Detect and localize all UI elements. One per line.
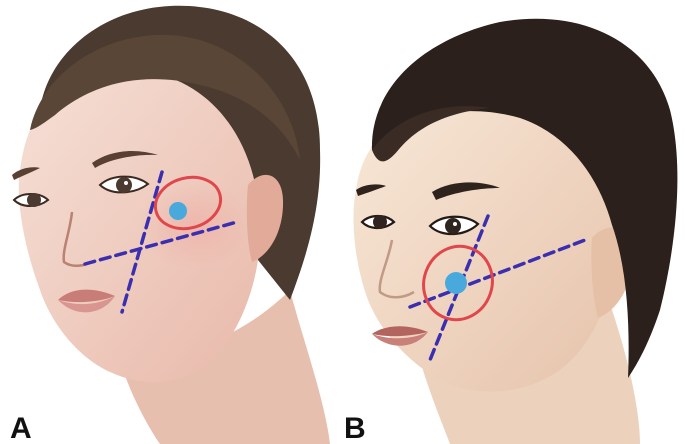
panel-label-b: B xyxy=(344,412,366,444)
panel-label-a: A xyxy=(10,412,32,444)
lips-a xyxy=(58,289,115,313)
eye-right-b xyxy=(360,214,396,230)
eyebrow-left-a xyxy=(92,151,158,168)
face-a xyxy=(18,69,261,383)
ear-a xyxy=(246,174,284,262)
lips-b xyxy=(372,326,428,346)
injection-point-b xyxy=(445,272,467,294)
nose-b xyxy=(378,239,415,299)
panel-b: B xyxy=(344,18,678,444)
eyebrow-left-b xyxy=(432,182,500,200)
injection-point-a xyxy=(169,202,187,220)
eye-left-a xyxy=(98,175,150,194)
guide-line-horizontal-b xyxy=(408,238,587,309)
face-b xyxy=(353,97,614,392)
hair-front-a xyxy=(30,34,300,160)
hair-fringe-b xyxy=(372,106,490,162)
eyebrow-right-a xyxy=(12,167,40,180)
eyebrow-right-b xyxy=(356,184,386,196)
eye-right-a xyxy=(12,193,50,207)
target-ellipse-a xyxy=(153,175,223,231)
panel-a: A xyxy=(10,5,330,444)
neck-a xyxy=(120,290,330,444)
target-ellipse-b xyxy=(422,244,494,322)
eye-left-b xyxy=(428,215,480,236)
guide-line-vertical-a xyxy=(120,170,164,314)
guide-line-vertical-b xyxy=(428,214,490,362)
guide-line-horizontal-a xyxy=(83,220,239,266)
